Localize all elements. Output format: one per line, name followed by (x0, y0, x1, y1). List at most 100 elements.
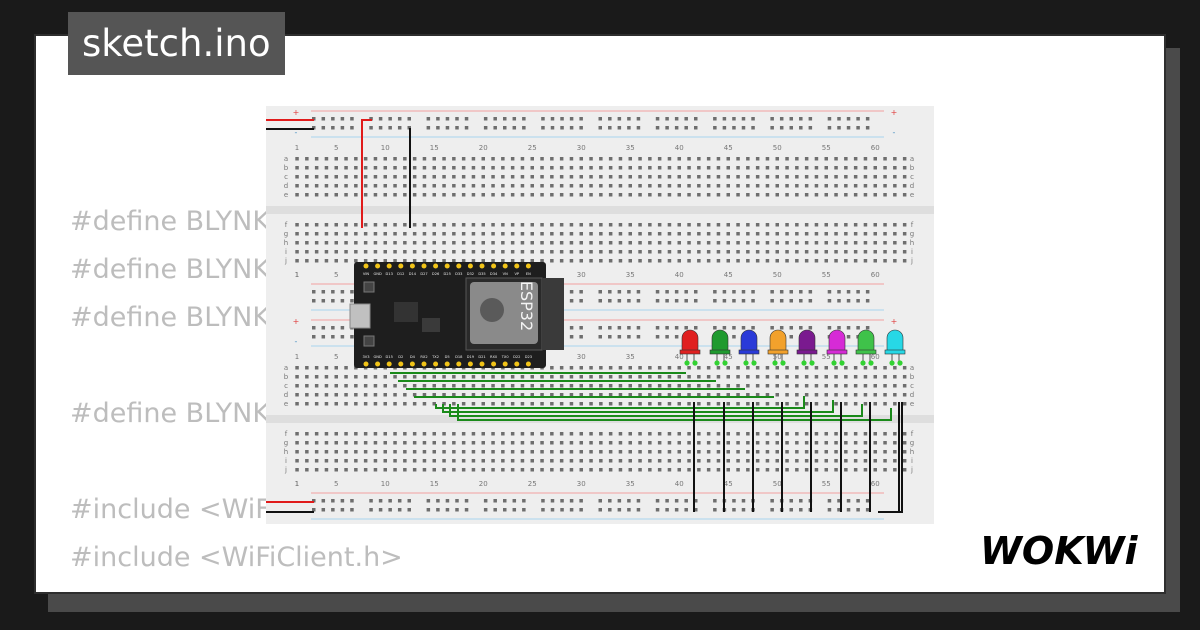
breadboard-hole (314, 250, 319, 254)
breadboard-hole (540, 259, 544, 263)
breadboard-hole (726, 157, 730, 161)
breadboard-hole (579, 459, 583, 463)
breadboard-hole (559, 468, 564, 472)
led-rim (679, 349, 701, 355)
breadboard-hole (324, 366, 329, 370)
breadboard-hole (648, 441, 652, 445)
breadboard-hole (432, 450, 436, 454)
breadboard-hole (765, 232, 770, 236)
breadboard-hole (608, 166, 613, 170)
breadboard-hole (442, 241, 446, 245)
breadboard-hole (746, 175, 750, 179)
rail-hole (722, 290, 727, 294)
led-pin-dot (889, 360, 895, 366)
breadboard-hole (883, 241, 887, 245)
breadboard-hole (579, 175, 583, 179)
breadboard-hole (657, 166, 662, 170)
breadboard-hole (902, 223, 907, 227)
breadboard-hole (844, 157, 848, 161)
breadboard-hole (775, 393, 779, 397)
rail-hole (770, 499, 774, 503)
breadboard-hole (667, 375, 672, 379)
breadboard-hole (677, 366, 681, 370)
breadboard-hole (334, 402, 338, 406)
esp32-top-pin (398, 263, 404, 269)
breadboard-hole (638, 223, 642, 227)
breadboard-hole (599, 259, 603, 263)
esp32-top-pin (421, 263, 427, 269)
breadboard-hole (697, 250, 701, 254)
breadboard-hole (305, 241, 309, 245)
breadboard-hole (403, 441, 407, 445)
breadboard-hole (520, 241, 525, 245)
breadboard-hole (550, 366, 554, 370)
breadboard-hole (589, 384, 593, 388)
rail-hole (799, 117, 803, 121)
breadboard-hole (295, 241, 299, 245)
breadboard-hole (628, 241, 632, 245)
breadboard-hole (648, 193, 652, 197)
breadboard-hole (481, 241, 485, 245)
breadboard-hole (697, 232, 701, 236)
breadboard-hole (334, 375, 338, 379)
rail-hole (713, 290, 717, 294)
breadboard-hole (569, 184, 574, 188)
breadboard-hole (785, 375, 789, 379)
breadboard-hole (344, 175, 348, 179)
column-number: 20 (479, 480, 488, 488)
breadboard-hole (746, 157, 750, 161)
breadboard-hole (471, 241, 476, 245)
breadboard-hole (599, 450, 603, 454)
breadboard-hole (501, 459, 505, 463)
breadboard-hole (589, 432, 593, 436)
column-number: 30 (577, 480, 586, 488)
row-letter: e (910, 191, 914, 199)
breadboard-hole (334, 441, 338, 445)
rail-hole (388, 117, 392, 121)
breadboard-hole (403, 384, 407, 388)
rail-hole (789, 335, 793, 339)
breadboard-hole (765, 393, 770, 397)
rail-hole (598, 126, 602, 130)
breadboard-hole (461, 232, 466, 236)
breadboard-hole (501, 250, 505, 254)
rail-hole (331, 326, 335, 330)
breadboard-hole (305, 468, 309, 472)
rail-hole (340, 117, 345, 121)
rail-hole (770, 126, 774, 130)
breadboard-hole (305, 166, 309, 170)
breadboard-hole (579, 366, 583, 370)
rail-hole (665, 335, 669, 339)
breadboard-hole (471, 459, 476, 463)
breadboard-hole (501, 166, 505, 170)
breadboard-hole (648, 184, 652, 188)
rail-hole (579, 335, 583, 339)
rail-hole (713, 117, 717, 121)
breadboard-hole (579, 259, 583, 263)
breadboard-hole (550, 402, 554, 406)
rail-hole (340, 326, 345, 330)
breadboard-hole (295, 441, 299, 445)
breadboard-hole (736, 441, 740, 445)
rail-hole (846, 290, 851, 294)
rail-hole (331, 290, 335, 294)
breadboard-hole (765, 432, 770, 436)
rail-hole (732, 117, 736, 121)
breadboard-hole (559, 250, 564, 254)
breadboard-hole (814, 250, 819, 254)
breadboard-hole (863, 468, 868, 472)
breadboard-hole (863, 184, 868, 188)
breadboard-hole (873, 459, 877, 463)
breadboard-hole (559, 384, 564, 388)
column-number: 40 (675, 353, 684, 361)
breadboard-hole (530, 375, 534, 379)
breadboard-hole (765, 250, 770, 254)
breadboard-hole (305, 232, 309, 236)
file-tab[interactable]: sketch.ino (68, 12, 285, 75)
breadboard-hole (363, 450, 368, 454)
breadboard-hole (393, 184, 397, 188)
signal-wire-green (442, 400, 834, 413)
breadboard-hole (432, 441, 436, 445)
rail-hole (579, 299, 583, 303)
breadboard-hole (785, 366, 789, 370)
